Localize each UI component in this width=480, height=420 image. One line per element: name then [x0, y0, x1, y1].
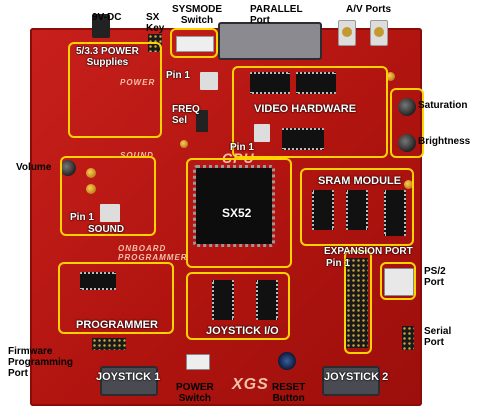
label-9v-dc: 9V-DC	[92, 12, 122, 23]
saturation-knob	[398, 98, 416, 116]
highlight-sram	[300, 168, 414, 246]
silk-sound: SOUND	[120, 151, 154, 160]
label-reset-button: RESET Button	[272, 382, 306, 404]
capacitor	[86, 184, 96, 194]
label-pin1-sound: Pin 1	[70, 212, 94, 223]
video-chip-3	[282, 128, 324, 150]
label-brightness: Brightness	[418, 136, 471, 147]
brightness-knob	[398, 134, 416, 152]
video-chip-1	[250, 72, 290, 94]
label-freq-sel: FREQ Sel	[172, 104, 200, 126]
joystick1-connector	[100, 366, 158, 396]
highlight-sysmode	[170, 28, 218, 58]
label-programmer: PROGRAMMER	[76, 319, 158, 331]
label-serial-port: Serial Port	[424, 326, 452, 348]
sram-chip-2	[346, 190, 368, 230]
expansion-header	[346, 258, 368, 348]
highlight-power-supplies	[68, 42, 162, 138]
label-sysmode-switch: SYSMODE Switch	[172, 4, 223, 26]
label-expansion-port: EXPANSION PORT	[324, 246, 413, 257]
video-oscillator	[254, 124, 270, 142]
label-pin1-power: Pin 1	[166, 70, 190, 81]
label-saturation: Saturation	[418, 100, 468, 111]
label-sx-key: SX Key	[146, 12, 165, 34]
highlight-joystick-io	[186, 272, 290, 340]
label-firmware-port: Firmware Programming Port	[8, 346, 74, 379]
sysmode-switch-part	[176, 36, 214, 52]
parallel-connector	[218, 22, 322, 60]
dc-jack	[92, 14, 110, 38]
joystick-io-chip-2	[256, 280, 278, 320]
av-jack-video	[370, 20, 388, 46]
sram-chip-1	[312, 190, 334, 230]
serial-header	[402, 326, 414, 350]
label-av-ports: A/V Ports	[346, 4, 392, 15]
highlight-programmer	[58, 262, 174, 334]
label-joystick1: JOYSTICK 1	[96, 371, 161, 383]
oscillator	[200, 72, 218, 90]
label-sram-module: SRAM MODULE	[318, 175, 402, 187]
label-ps2-port: PS/2 Port	[424, 266, 446, 288]
highlight-sound	[60, 156, 156, 236]
highlight-video-knobs	[390, 88, 424, 158]
joystick2-connector	[322, 366, 380, 396]
highlight-sx52	[186, 158, 292, 268]
silk-power: POWER	[120, 78, 156, 87]
volume-knob	[60, 160, 76, 176]
programmer-chip	[80, 272, 116, 290]
sound-oscillator	[100, 204, 120, 222]
label-power-switch: POWER Switch	[176, 382, 214, 404]
reset-button-part	[278, 352, 296, 370]
label-pin1-video: Pin 1	[230, 142, 254, 153]
capacitor	[404, 180, 413, 189]
highlight-video-hardware	[232, 66, 388, 158]
capacitor	[386, 72, 395, 81]
label-joystick2: JOYSTICK 2	[324, 371, 389, 383]
video-chip-2	[296, 72, 336, 94]
label-sound: SOUND	[88, 224, 125, 235]
label-sx52: SX52	[222, 206, 252, 220]
power-switch-part	[186, 354, 210, 370]
highlight-ps2	[380, 262, 416, 300]
ps2-socket	[384, 268, 414, 296]
silk-xgs: XGS	[232, 376, 269, 393]
capacitor	[180, 140, 188, 148]
firmware-header	[92, 338, 126, 350]
silk-onboard-programmer: ONBOARD PROGRAMMER	[118, 244, 188, 262]
freq-dip-switch	[196, 110, 208, 132]
label-parallel-port: PARALLEL Port	[250, 4, 303, 26]
label-video-hardware: VIDEO HARDWARE	[254, 103, 357, 115]
label-volume: Volume	[16, 162, 52, 173]
highlight-expansion	[344, 250, 372, 354]
joystick-io-chip-1	[212, 280, 234, 320]
sx52-chip	[193, 165, 275, 247]
sram-chip-3	[384, 190, 406, 236]
label-joystick-io: JOYSTICK I/O	[206, 325, 279, 337]
av-jack-audio	[338, 20, 356, 46]
label-pin1-expansion: Pin 1	[326, 258, 350, 269]
label-power-supplies: 5/3.3 POWER Supplies	[76, 46, 139, 68]
capacitor	[86, 168, 96, 178]
